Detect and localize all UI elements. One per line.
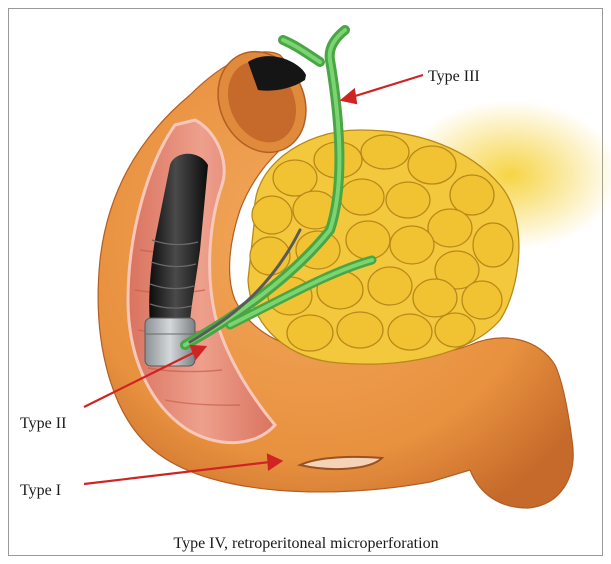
- pancreas-icon: [248, 130, 519, 364]
- label-type-iii: Type III: [428, 68, 480, 85]
- label-type-ii: Type II: [20, 415, 66, 432]
- caption-type-iv: Type IV, retroperitoneal microperforatio…: [173, 535, 438, 552]
- label-type-i: Type I: [20, 482, 61, 499]
- arrow-type-iii: [352, 75, 423, 97]
